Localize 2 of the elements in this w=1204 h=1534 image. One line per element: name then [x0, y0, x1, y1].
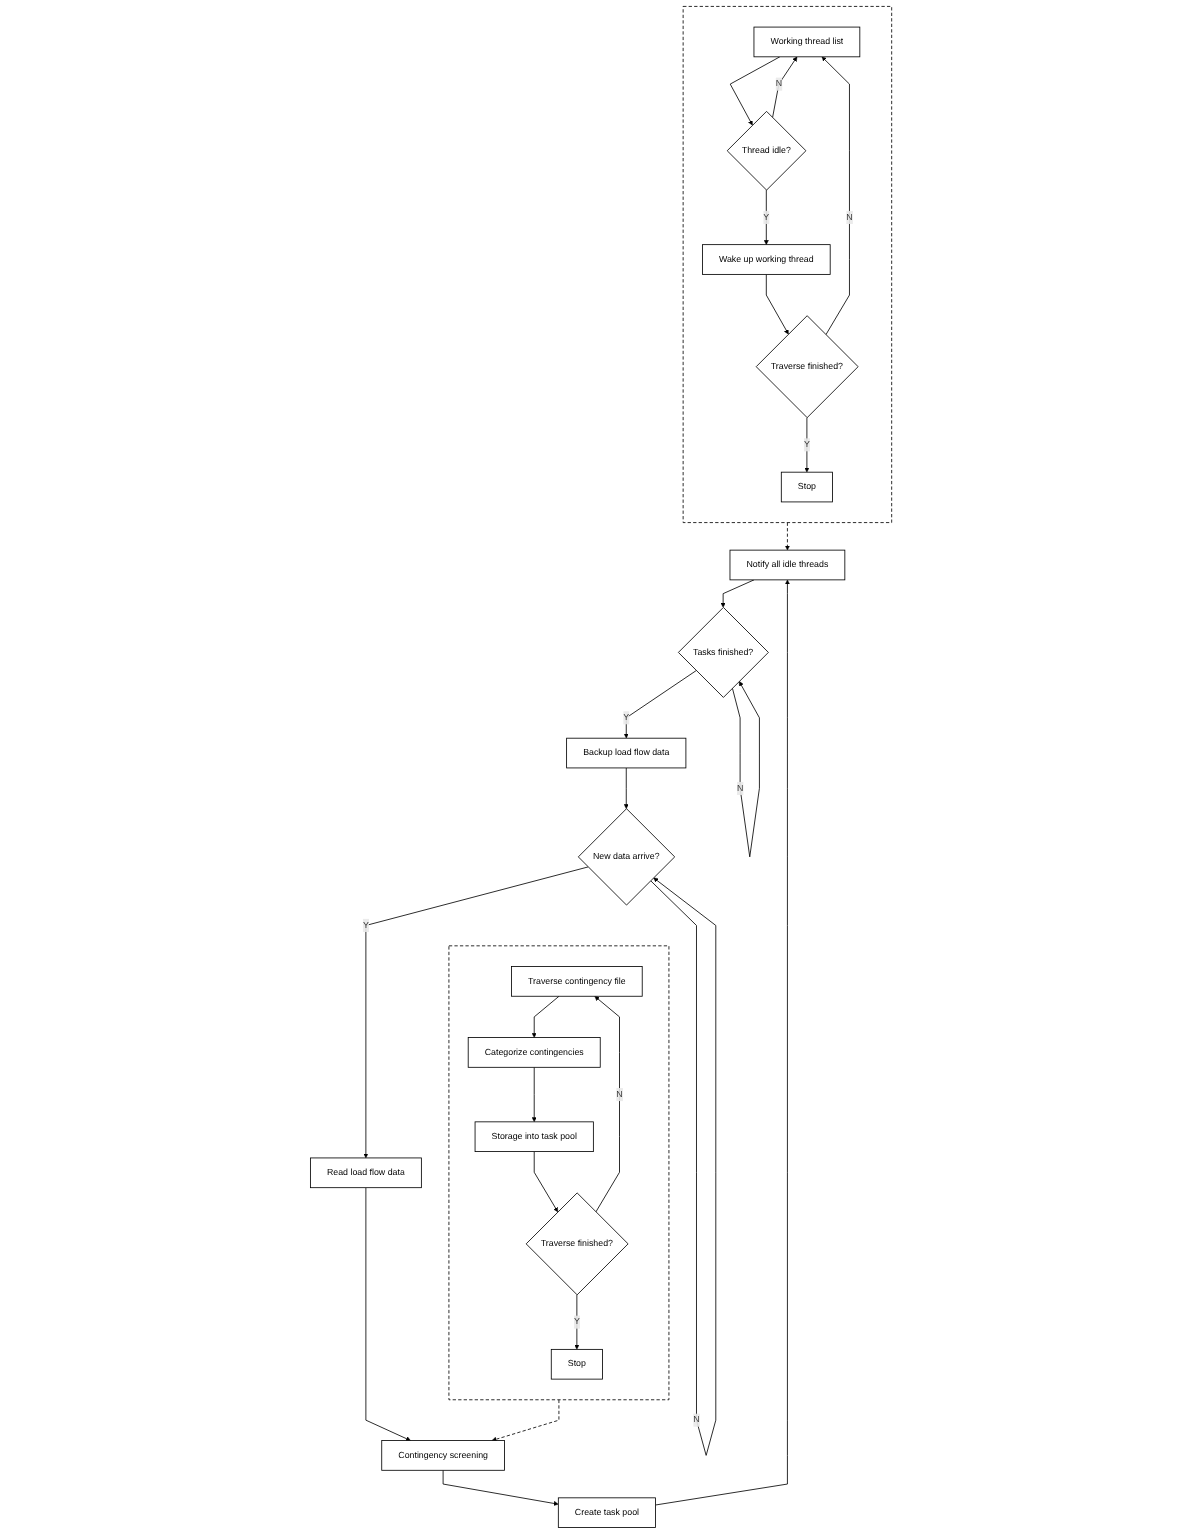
cluster: [683, 6, 894, 523]
cluster: [449, 945, 671, 1401]
